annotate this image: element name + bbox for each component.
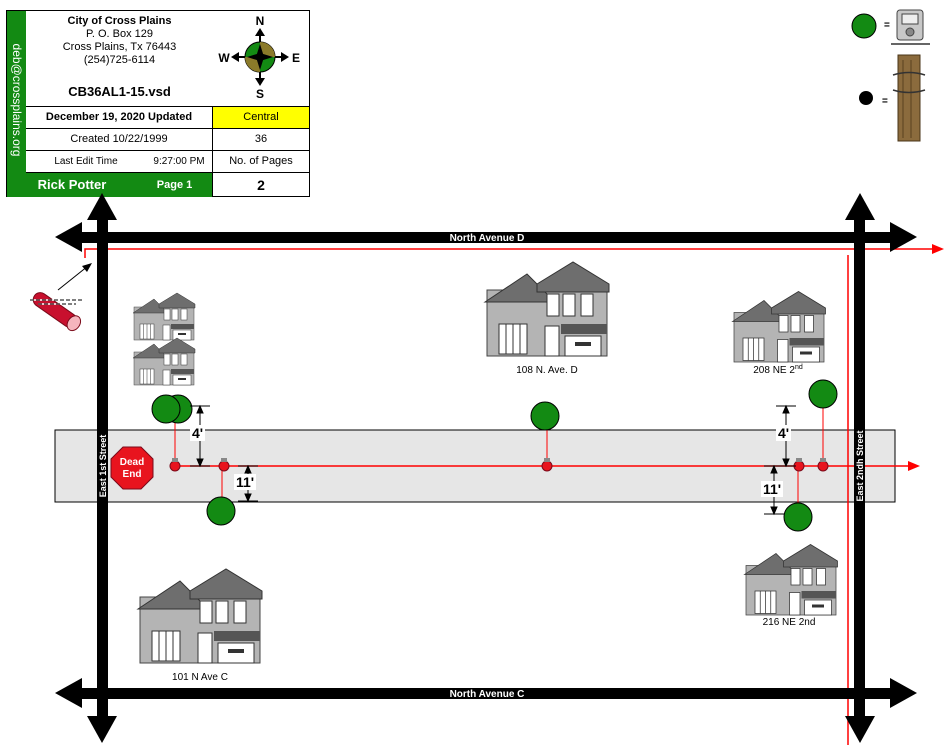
road-north-avenue-c — [55, 678, 917, 708]
house-label-208-sup: nd — [795, 364, 803, 371]
street-label-east-2nd: East 2ndh Street — [855, 430, 865, 501]
house-label-216: 216 NE 2nd — [763, 617, 816, 628]
house-icon-small-1 — [132, 292, 196, 341]
po-box: P. O. Box 129 — [85, 28, 154, 40]
dead-end-line2: End — [123, 469, 142, 480]
house-icon-small-2 — [132, 337, 196, 386]
legend-pole-dot-icon — [859, 91, 873, 105]
email-sidebar: deb@crossplains.org — [7, 11, 26, 197]
house-icon-108 — [484, 261, 610, 357]
street-label-north-avenue-c: North Avenue C — [450, 689, 525, 700]
tree-icon — [151, 394, 181, 424]
last-edit-label: Last Edit Time — [54, 156, 118, 167]
service-line-north-arrow — [932, 244, 944, 254]
row-created: Created 10/22/1999 36 — [26, 128, 310, 150]
street-label-east-1st: East 1st Street — [98, 435, 108, 498]
house-label-108: 108 N. Ave. D — [516, 365, 578, 376]
legend-meter-equals: = — [884, 20, 890, 31]
dimension-lines — [190, 404, 796, 516]
road-east-2nd-street — [845, 193, 875, 743]
meter-icon — [541, 458, 553, 472]
pages-label: No. of Pages — [229, 155, 293, 167]
author-name: Rick Potter — [7, 173, 137, 197]
dead-end-line1: Dead — [120, 457, 144, 468]
tree-icon — [206, 496, 236, 526]
last-edit-time: 9:27:00 PM — [146, 151, 213, 172]
address: Cross Plains, Tx 76443 — [62, 41, 177, 53]
meter-icon — [218, 458, 230, 472]
row-updated: December 19, 2020 Updated Central — [26, 106, 310, 128]
city-name: City of Cross Plains — [67, 15, 172, 27]
house-icon-208 — [732, 291, 826, 363]
gas-meters — [169, 458, 829, 472]
created-value: 36 — [254, 133, 268, 145]
file-name: CB36AL1-15.vsd — [68, 84, 171, 99]
title-header: City of Cross Plains P. O. Box 129 Cross… — [26, 11, 213, 106]
house-label-101: 101 N Ave C — [172, 672, 228, 683]
trees — [151, 379, 838, 532]
house-icon-216 — [744, 544, 838, 616]
compass-n: N — [256, 14, 265, 28]
service-line-alley-arrow — [908, 461, 920, 471]
page-label: Page 1 — [137, 173, 213, 197]
legend-tree-icon — [851, 13, 877, 39]
tree-icon — [808, 379, 838, 409]
dimension-label-4ft-east: 4' — [776, 425, 792, 441]
house-label-208: 208 NE 2nd — [753, 364, 803, 376]
compass-w: W — [218, 51, 230, 65]
tree-icon — [530, 401, 560, 431]
dead-end-sign-icon — [110, 446, 154, 490]
house-icon-101 — [137, 568, 263, 664]
road-east-1st-street — [87, 193, 117, 743]
phone: (254)725-6114 — [83, 54, 156, 66]
street-label-north-avenue-d: North Avenue D — [450, 233, 525, 244]
tree-icon — [783, 502, 813, 532]
house-label-208-main: 208 NE 2 — [753, 365, 795, 376]
page-number: 2 — [257, 177, 265, 193]
compass-e: E — [292, 51, 300, 65]
utility-pole-icon — [892, 54, 926, 142]
compass-s: S — [256, 87, 264, 101]
road-north-avenue-d — [55, 222, 917, 252]
meter-icon — [793, 458, 805, 472]
dimension-label-4ft-west: 4' — [190, 425, 206, 441]
pipe-cut-icon — [30, 263, 92, 332]
created-date: Created 10/22/1999 — [26, 129, 213, 150]
compass-icon — [231, 28, 289, 86]
updated-date: December 19, 2020 Updated — [26, 107, 213, 128]
row-last-edit: Last Edit Time 9:27:00 PM No. of Pages — [26, 150, 310, 172]
dimension-label-11ft-west: 11' — [234, 474, 257, 490]
row-author: Rick Potter Page 1 2 — [7, 172, 310, 197]
gas-meter-icon — [891, 9, 930, 45]
meter-icon — [169, 458, 181, 472]
dimension-label-11ft-east: 11' — [761, 481, 784, 497]
legend-pole-equals: = — [882, 96, 888, 107]
area-name: Central — [213, 107, 309, 128]
meter-icon — [817, 458, 829, 472]
service-line-north — [84, 248, 935, 258]
